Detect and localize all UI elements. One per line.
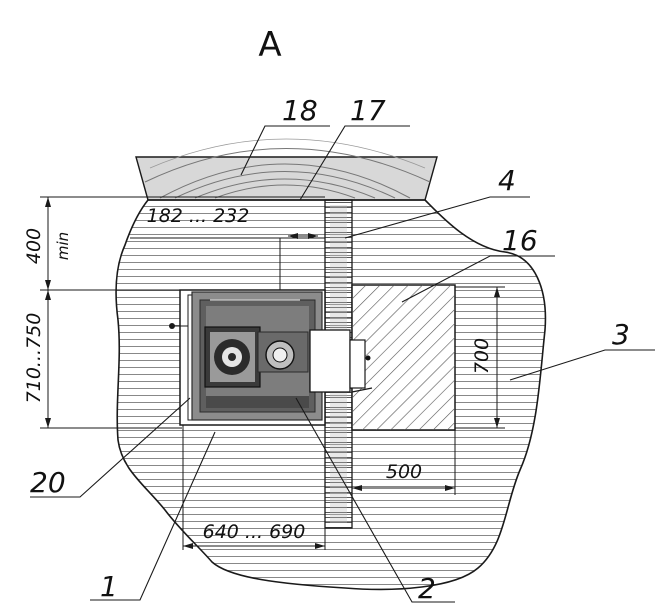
- wall-top-18: [135, 138, 438, 201]
- dimension-lines: [40, 196, 505, 550]
- dimension-500: 500: [386, 461, 422, 483]
- dimension-400: 400: [23, 228, 45, 264]
- callout-17: 17: [350, 94, 386, 127]
- stove-body: [169, 289, 326, 426]
- callout-3: 3: [612, 318, 630, 351]
- chimney-passage: [309, 329, 373, 393]
- dimension-min: min: [54, 232, 72, 260]
- callout-1: 1: [100, 570, 118, 603]
- view-label: A: [258, 25, 281, 65]
- dimension-640-690: 640 ... 690: [203, 521, 306, 543]
- dimension-182-232: 182 ... 232: [147, 205, 250, 227]
- dimension-710-750: 710...750: [23, 313, 45, 404]
- callout-4: 4: [498, 164, 516, 197]
- callout-20: 20: [30, 466, 66, 499]
- dimension-700: 700: [471, 338, 493, 374]
- callout-18: 18: [282, 94, 318, 127]
- callout-2: 2: [418, 572, 436, 605]
- leader-lines: [30, 125, 655, 603]
- callout-16: 16: [502, 224, 538, 257]
- dimension-arrows: [45, 197, 500, 549]
